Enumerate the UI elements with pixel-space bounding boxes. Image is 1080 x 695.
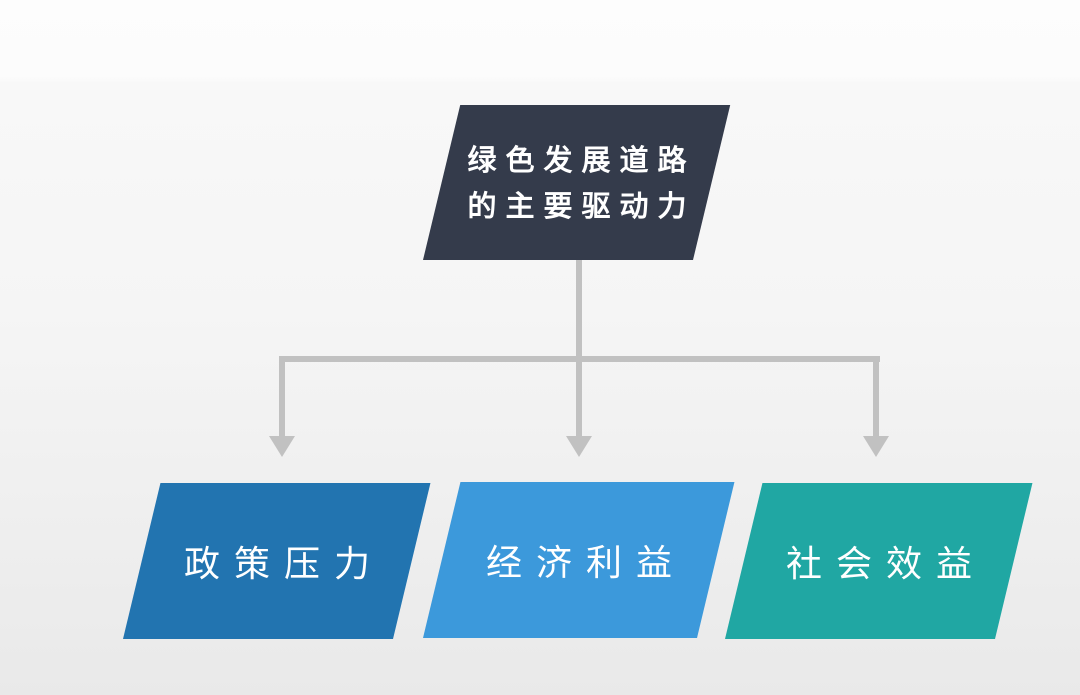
connector-right-vertical [873,356,879,437]
arrow-down-icon-center [566,436,592,457]
root-node-label: 绿色发展道路 的主要驱动力 [442,105,712,260]
child-node-policy-pressure-label: 政策压力 [142,483,412,639]
root-node-label-line1: 绿色发展道路 [467,142,696,177]
root-node: 绿色发展道路 的主要驱动力 [423,105,731,260]
child-node-social-benefit: 社会效益 [725,483,1033,639]
child-node-economic-benefit-label: 经济利益 [442,482,716,638]
root-node-label-line2: 的主要驱动力 [467,188,696,223]
arrow-down-icon-left [269,436,295,457]
connector-center-vertical [576,260,582,437]
arrow-down-icon-right [863,436,889,457]
child-node-social-benefit-label: 社会效益 [744,483,1014,639]
child-node-label-text: 社会效益 [785,544,986,585]
connector-horizontal [279,356,880,362]
child-node-label-text: 经济利益 [485,543,686,584]
child-node-economic-benefit: 经济利益 [423,482,735,638]
connector-left-vertical [279,356,285,437]
child-node-policy-pressure: 政策压力 [123,483,431,639]
child-node-label-text: 政策压力 [183,544,384,585]
